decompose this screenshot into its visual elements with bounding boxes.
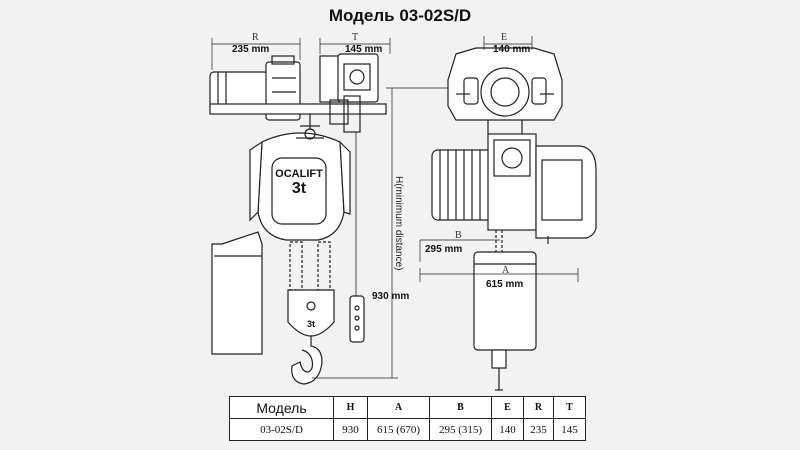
trolley-right-view [447, 47, 563, 134]
header-b: B [429, 396, 492, 419]
dim-value-r: 235 mm [232, 44, 270, 55]
dim-value-b: 295 mm [425, 244, 463, 255]
dim-letter-a: A [502, 265, 510, 276]
header-h: H [333, 396, 368, 419]
spec-table-header-row: Модель H A B E R T [229, 396, 586, 419]
cell-h: 930 [333, 418, 368, 441]
dim-letter-b: B [455, 230, 462, 241]
cell-model: 03-02S/D [229, 418, 334, 441]
hook-capacity-label: 3t [306, 319, 315, 329]
capacity-label: 3t [291, 180, 307, 197]
table-row: 03-02S/D 930 615 (670) 295 (315) 140 235… [229, 418, 586, 441]
header-e: E [491, 396, 524, 419]
header-r: R [523, 396, 554, 419]
page-title: Модель 03-02S/D [328, 6, 472, 25]
cell-b: 295 (315) [429, 418, 492, 441]
cell-t: 145 [553, 418, 586, 441]
dim-letter-t: T [352, 32, 359, 43]
cell-r: 235 [523, 418, 554, 441]
dim-value-h: 930 mm [372, 291, 410, 302]
cell-a: 615 (670) [367, 418, 430, 441]
header-t: T [553, 396, 586, 419]
cell-e: 140 [491, 418, 524, 441]
dim-letter-r: R [252, 32, 259, 43]
brand-label: OCALIFT [275, 168, 323, 180]
hoist-body-left [211, 114, 365, 385]
hoist-body-right [431, 133, 597, 391]
dim-value-t: 145 mm [345, 44, 383, 55]
dim-lines-right [419, 36, 579, 282]
spec-table: Модель H A B E R T 03-02S/D 930 615 (670… [229, 396, 586, 441]
dim-value-e: 140 mm [493, 44, 531, 55]
header-a: A [367, 396, 430, 419]
dim-note-h: H(minimum distance) [393, 176, 404, 271]
header-model: Модель [229, 396, 334, 419]
dim-value-a: 615 mm [486, 279, 524, 290]
trolley-left-view [209, 53, 387, 133]
dim-letter-e: E [501, 32, 508, 43]
